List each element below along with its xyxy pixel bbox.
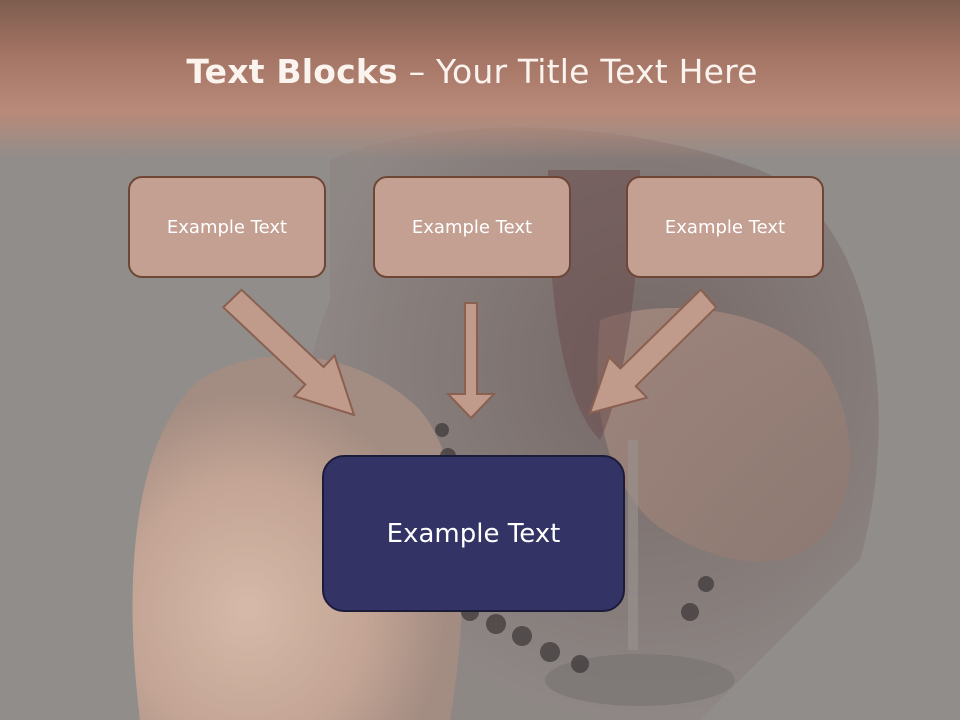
- title-dash: –: [408, 52, 426, 91]
- slide-title: Text Blocks – Your Title Text Here: [0, 52, 944, 91]
- text-block-main: Example Text: [322, 455, 625, 612]
- text-block-1-label: Example Text: [166, 216, 288, 238]
- text-block-2-label: Example Text: [411, 216, 533, 238]
- arrow-right: [588, 288, 718, 415]
- arrow-center: [445, 302, 497, 420]
- arrow-left: [221, 288, 356, 417]
- text-block-1: Example Text: [128, 176, 326, 278]
- text-block-3-label: Example Text: [664, 216, 786, 238]
- header-band: [0, 0, 960, 160]
- title-rest: Your Title Text Here: [436, 52, 758, 91]
- text-block-2: Example Text: [373, 176, 571, 278]
- text-block-main-label: Example Text: [386, 518, 561, 549]
- title-bold: Text Blocks: [186, 52, 398, 91]
- text-block-3: Example Text: [626, 176, 824, 278]
